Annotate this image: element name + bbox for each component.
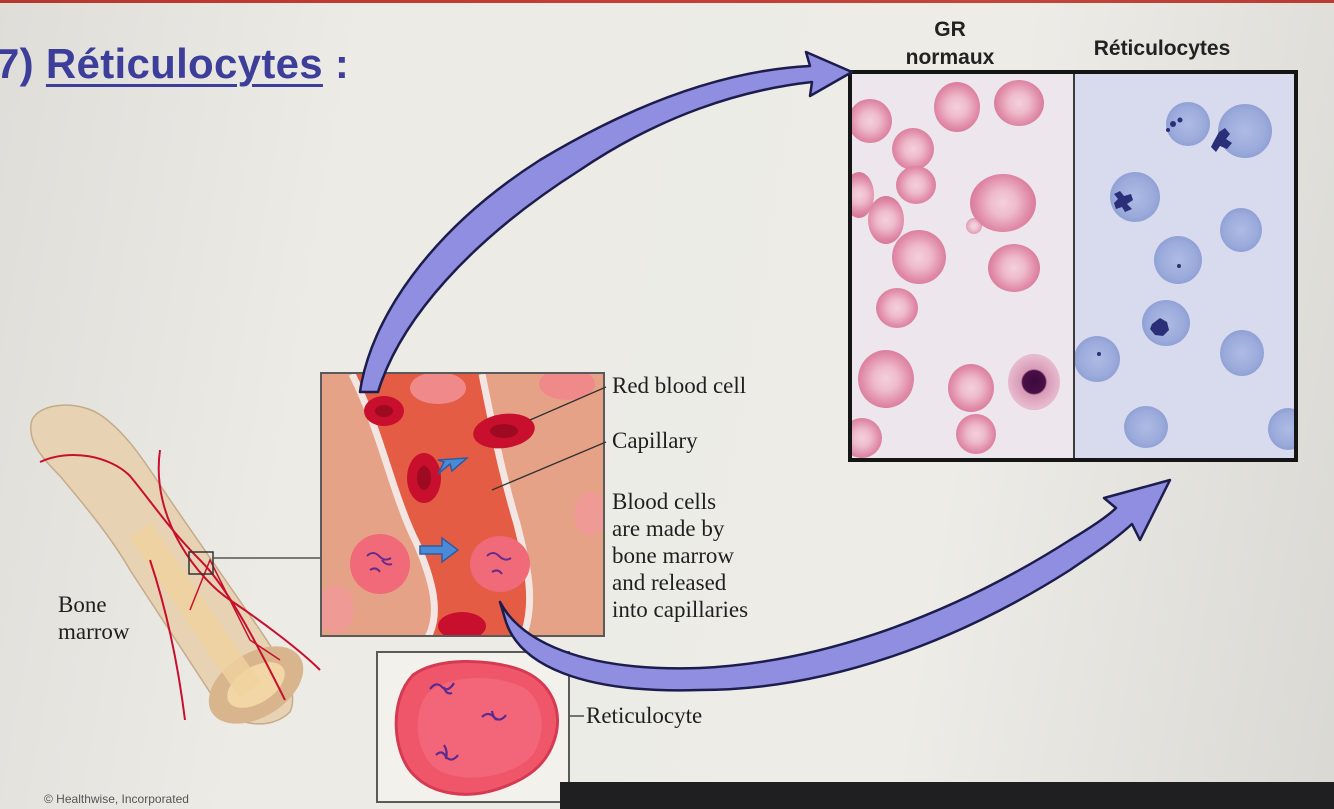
arrow-to-normal-rbc	[358, 50, 854, 394]
title-number: 7)	[0, 40, 46, 87]
reticulocyte-closeup	[394, 659, 559, 796]
capillary-illustration	[322, 374, 603, 635]
label-capillary: Capillary	[612, 428, 698, 453]
title-text: Réticulocytes	[45, 40, 323, 87]
reticulocyte-cell	[1268, 408, 1294, 450]
title-colon: :	[322, 40, 350, 87]
label-reticulocyte: Reticulocyte	[586, 703, 703, 728]
bone-marrow-line2: marrow	[58, 619, 130, 644]
description-line: are made by	[612, 516, 725, 541]
reticulocyte-cell	[1124, 406, 1168, 448]
description-line: Blood cells	[612, 489, 717, 514]
label-bone-marrow: Bone marrow	[58, 591, 130, 645]
screen-bezel-edge	[560, 782, 1334, 809]
rbc-cell	[852, 172, 874, 218]
header-reticulocytes: Réticulocytes	[1093, 37, 1231, 60]
bone-marrow-line1: Bone	[58, 592, 107, 617]
rbc-cell	[994, 80, 1044, 126]
zoom-indicator-box	[188, 551, 214, 575]
arrow-to-reticulocytes	[498, 478, 1172, 692]
rbc-cell	[956, 414, 996, 454]
leader-lines	[491, 386, 607, 717]
rbc-cell	[934, 82, 980, 132]
platelet	[966, 218, 982, 234]
rbc-cell	[988, 244, 1040, 292]
rbc-cell	[852, 99, 892, 143]
reticulocyte-cell	[1220, 208, 1262, 252]
rbc-cell	[892, 230, 946, 284]
reticulocyte-cell	[1154, 236, 1202, 284]
rbc-cell	[896, 166, 936, 204]
rbc-cell	[868, 196, 904, 244]
stain-granules	[1097, 117, 1232, 356]
panel-divider	[1073, 74, 1075, 458]
header-normal-line1: GR	[934, 18, 966, 41]
top-accent-line	[0, 0, 1334, 3]
reticulocyte-cell	[1074, 336, 1120, 382]
label-blood-cells-description: Blood cells are made by bone marrow and …	[612, 488, 748, 623]
bone-illustration	[30, 404, 321, 725]
description-line: and released	[612, 570, 727, 595]
rbc-cell	[892, 128, 934, 170]
header-normal-rbc: GR normaux	[880, 16, 1020, 72]
description-line: into capillaries	[612, 597, 749, 622]
header-normal-line2: normaux	[905, 46, 995, 69]
rbc-cell	[858, 350, 914, 408]
capillary-zoom-box	[320, 372, 605, 637]
lymphocyte-cell	[1008, 354, 1060, 410]
slide-title: 7) Réticulocytes :	[0, 40, 349, 88]
rbc-cell	[948, 364, 994, 412]
description-line: bone marrow	[612, 543, 734, 568]
normal-rbc-smear	[852, 74, 1074, 458]
reticulocyte-cell	[1220, 330, 1264, 376]
rbc-cell	[876, 288, 918, 328]
micrograph-panel	[848, 70, 1298, 462]
reticulocyte-smear	[1074, 74, 1294, 458]
label-red-blood-cell: Red blood cell	[612, 373, 747, 398]
copyright-credit: © Healthwise, Incorporated	[44, 792, 189, 806]
reticulocyte-closeup-box	[376, 651, 570, 803]
